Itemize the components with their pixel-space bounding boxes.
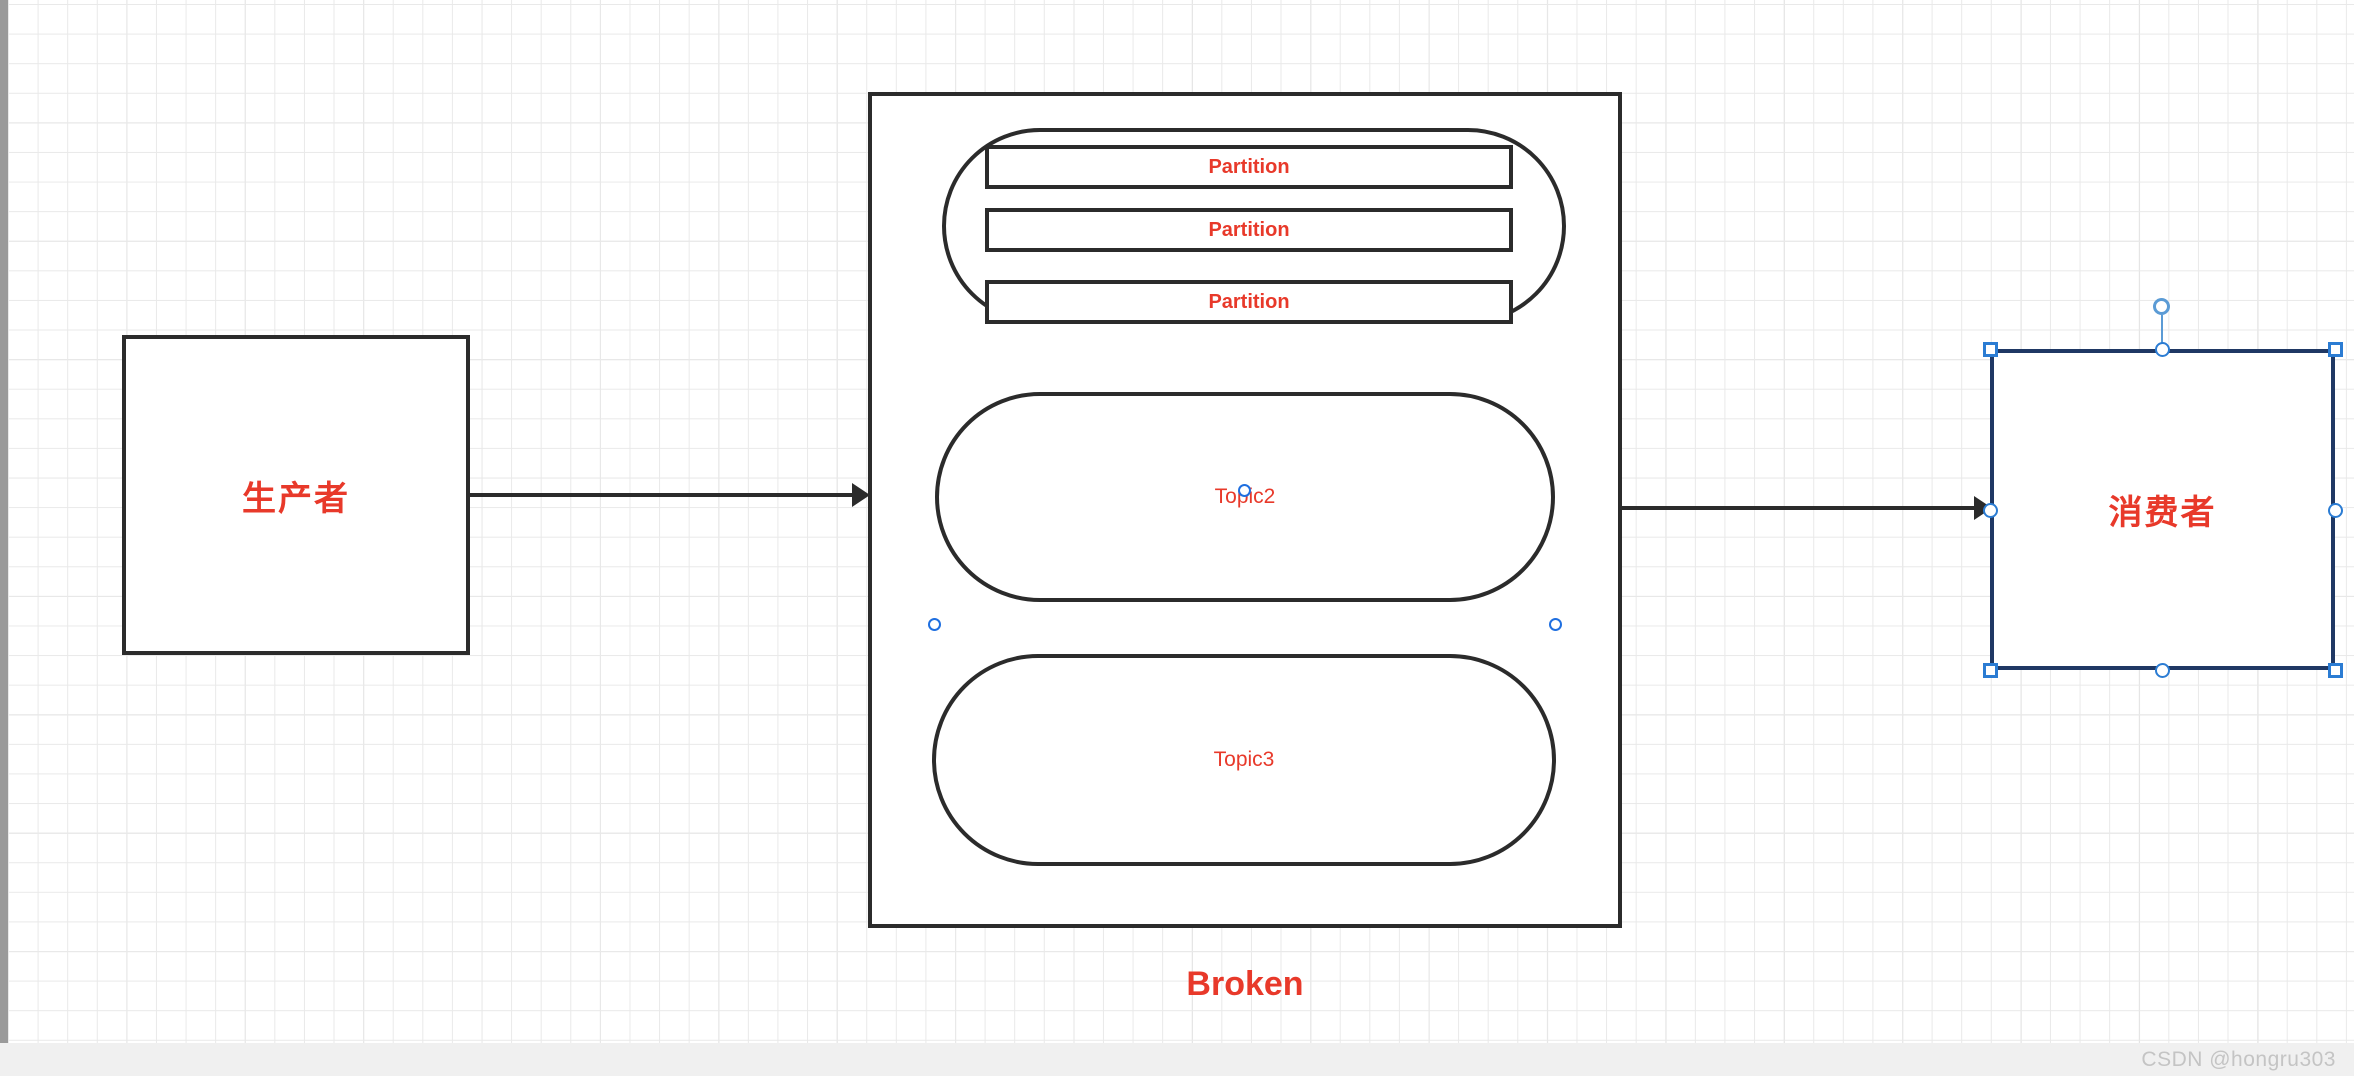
csdn-watermark: CSDN @hongru303 [2141, 1048, 2336, 1071]
resize-handle-top-left[interactable] [1983, 342, 1998, 357]
partition-row[interactable]: Partition [985, 280, 1513, 324]
consumer-label: 消费者 [2108, 494, 2217, 532]
rotate-handle-stem [2161, 315, 2163, 351]
topic3-capsule[interactable]: Topic3 [932, 654, 1556, 866]
canvas-left-rail [0, 0, 8, 1043]
broker-label: Broken [1186, 965, 1304, 1003]
resize-handle-bottom-right[interactable] [2328, 663, 2343, 678]
topic3-label: Topic3 [1213, 748, 1275, 771]
partition-label: Partition [1208, 218, 1290, 241]
topic2-capsule[interactable]: Topic2 [935, 392, 1555, 602]
rotate-handle[interactable] [2153, 298, 2170, 315]
resize-handle-top[interactable] [2155, 342, 2170, 357]
partition-label: Partition [1208, 155, 1290, 178]
topic2-connection-point-top[interactable] [1238, 484, 1251, 497]
topic2-connection-point-left[interactable] [928, 618, 941, 631]
footer-bar [0, 1043, 2354, 1076]
partition-row[interactable]: Partition [985, 208, 1513, 252]
producer-label: 生产者 [242, 479, 350, 518]
resize-handle-bottom[interactable] [2155, 663, 2170, 678]
resize-handle-right[interactable] [2328, 503, 2343, 518]
arrow-producer-to-broker[interactable] [470, 475, 870, 515]
consumer-node[interactable]: 消费者 [1990, 349, 2335, 670]
arrow-broker-to-consumer[interactable] [1620, 488, 1992, 528]
resize-handle-left[interactable] [1983, 503, 1998, 518]
partition-label: Partition [1208, 290, 1290, 313]
producer-node[interactable]: 生产者 [122, 335, 470, 655]
topic2-connection-point-right[interactable] [1549, 618, 1562, 631]
resize-handle-top-right[interactable] [2328, 342, 2343, 357]
resize-handle-bottom-left[interactable] [1983, 663, 1998, 678]
partition-row[interactable]: Partition [985, 145, 1513, 189]
